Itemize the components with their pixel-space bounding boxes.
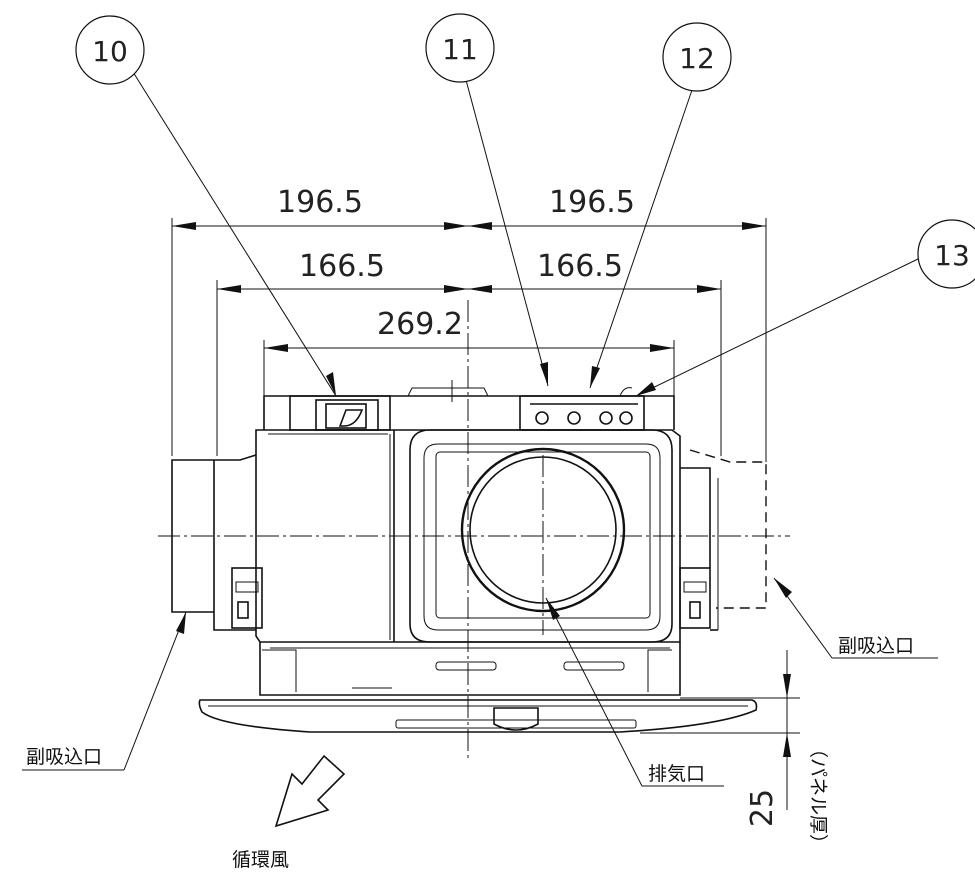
- dim-outer-right: 196.5: [549, 185, 635, 220]
- unit-body: [171, 387, 767, 733]
- annotation-exhaust: 排気口: [545, 597, 724, 787]
- dim-terminal-span: 269.2: [377, 307, 463, 342]
- balloon-13: 13: [917, 219, 975, 289]
- annotation-sub-intake-right: 副吸込口: [773, 577, 938, 659]
- balloon-11-number: 11: [442, 33, 478, 66]
- dim-inner-left: 166.5: [299, 249, 385, 284]
- dimension-lines: [171, 218, 800, 810]
- balloon-11: 11: [425, 13, 495, 83]
- panel-thickness-note: （パネル厚）: [807, 739, 829, 853]
- dimension-texts: 196.5 196.5 166.5 166.5 269.2 25: [277, 185, 780, 827]
- circulating-air-arrow: 循環風: [232, 754, 346, 871]
- annotation-sub-intake-left: 副吸込口: [22, 611, 187, 771]
- label-sub-intake-right: 副吸込口: [838, 635, 914, 657]
- label-sub-intake-left: 副吸込口: [26, 746, 102, 768]
- terminal-blocks: [289, 387, 645, 431]
- balloon-10: 10: [75, 15, 145, 85]
- balloon-13-number: 13: [934, 239, 970, 272]
- balloon-10-number: 10: [92, 35, 128, 68]
- dim-panel-thickness: 25: [745, 789, 780, 827]
- label-exhaust: 排気口: [648, 763, 705, 785]
- balloon-12: 12: [662, 22, 732, 92]
- dim-outer-left: 196.5: [277, 185, 363, 220]
- label-circulating-air: 循環風: [232, 849, 289, 871]
- center-lines: [158, 300, 790, 760]
- leader-lines: [132, 71, 921, 397]
- dim-inner-right: 166.5: [537, 249, 623, 284]
- balloon-12-number: 12: [679, 42, 715, 75]
- label-panel-thickness: （パネル厚）: [807, 739, 829, 853]
